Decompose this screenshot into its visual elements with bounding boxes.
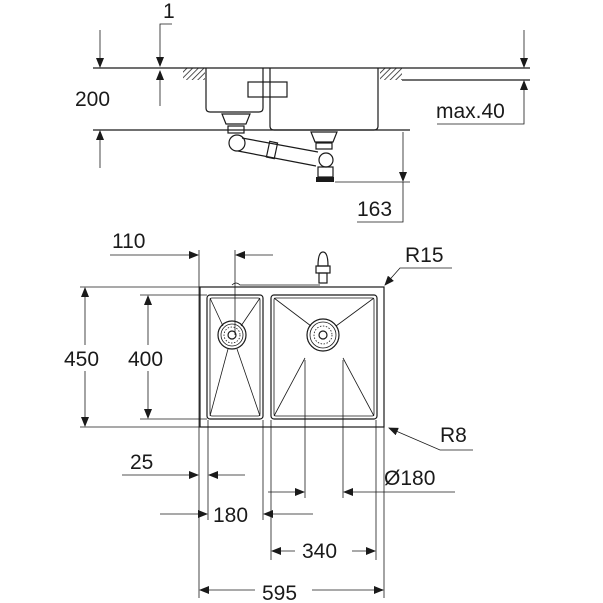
dim-small-bowl-label: 180 [213, 504, 248, 527]
large-bowl [270, 294, 378, 420]
dim-worktop-label: max.40 [436, 100, 505, 123]
small-bowl-slopes [209, 297, 261, 417]
dim-drain-leader [357, 182, 404, 223]
small-bowl-profile [205, 68, 264, 113]
large-bowl-slopes [273, 297, 375, 417]
large-bowl-profile [269, 68, 379, 131]
overflow-tap [231, 251, 331, 286]
sink-outline [199, 286, 385, 428]
dim-radius-outer-label: R15 [405, 244, 444, 267]
dim-drain-label: 163 [357, 198, 392, 221]
dim-bowl-depth-label: 400 [128, 348, 163, 371]
worktop-hatch-right [380, 68, 402, 80]
dim-depth-label: 200 [75, 88, 110, 111]
bracket [247, 81, 288, 98]
small-drain [217, 320, 247, 350]
dim-drain-offset-label: 110 [112, 230, 145, 253]
dim-outer-depth-label: 450 [64, 348, 99, 371]
dim-radius-inner-label: R8 [440, 424, 467, 447]
dim-radius-outer-leader [384, 267, 452, 286]
dim-total-label: 595 [262, 582, 297, 603]
dim-thickness-label: 1 [163, 0, 175, 23]
dim-worktop-arrow-bottom [437, 80, 528, 125]
large-drain [306, 318, 340, 352]
dim-wall-label: 25 [130, 451, 153, 474]
dim-radius-inner-leader [388, 427, 473, 451]
top-view: 110 450 400 R15 R8 25 180 Ø180 340 [64, 230, 473, 603]
extension-lines [80, 250, 385, 598]
drain-trap [221, 113, 338, 182]
dim-large-drain-label: Ø180 [384, 467, 435, 490]
dim-thickness-arrow [156, 23, 172, 67]
side-view: 1 200 max.40 163 [75, 0, 530, 223]
dim-large-bowl-label: 340 [302, 540, 337, 563]
worktop-hatch-left [183, 68, 205, 80]
